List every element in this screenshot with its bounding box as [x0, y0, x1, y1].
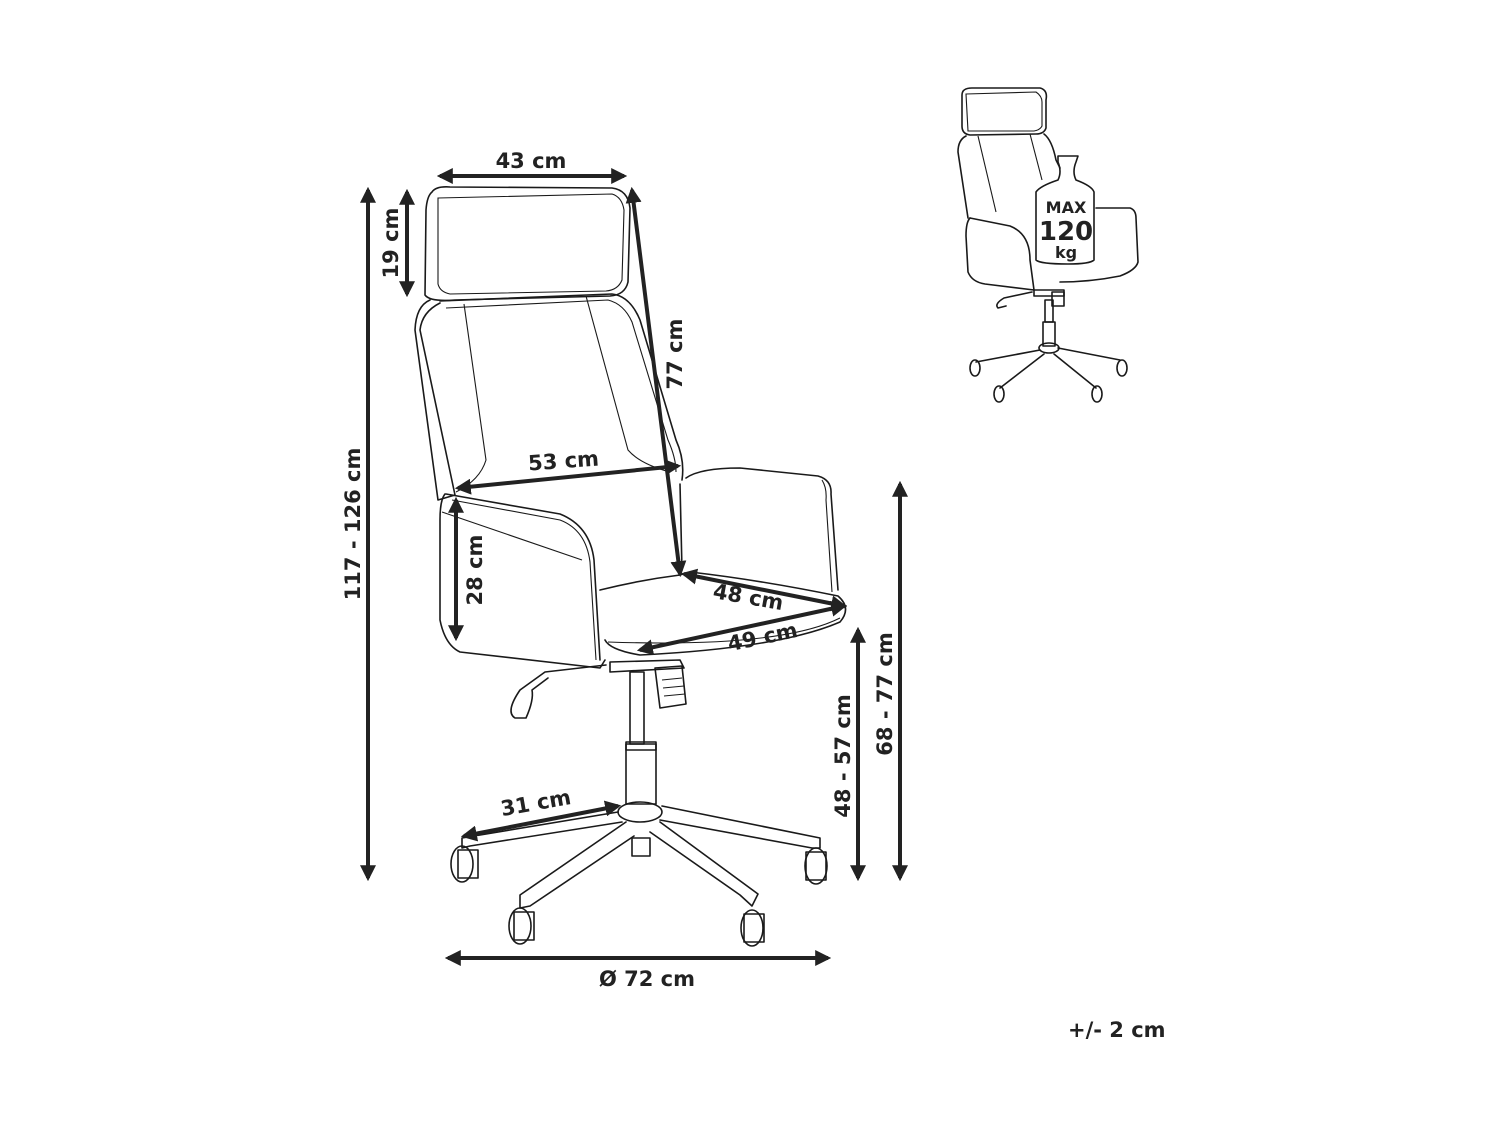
label-armrest-floor-height: 68 - 77 cm — [873, 632, 897, 755]
weight-icon: MAX 120 kg — [1035, 155, 1095, 265]
dim-base-leg — [460, 800, 622, 842]
caster — [740, 909, 765, 947]
caster — [450, 845, 479, 883]
max-label: MAX — [1046, 198, 1087, 217]
caster — [804, 847, 828, 885]
label-seat-height: 48 - 57 cm — [831, 694, 855, 817]
label-backrest-height: 77 cm — [663, 319, 687, 390]
max-unit: kg — [1055, 243, 1077, 262]
dimension-lines — [360, 168, 908, 966]
headrest — [424, 186, 631, 302]
label-base-diameter: Ø 72 cm — [599, 967, 695, 991]
label-armrest-height: 28 cm — [463, 535, 487, 606]
dim-seat-depth — [680, 568, 848, 612]
label-headrest-width: 43 cm — [496, 149, 567, 173]
chair-base — [450, 801, 828, 947]
caster — [508, 907, 535, 945]
max-load-thumbnail: MAX 120 kg — [957, 87, 1139, 403]
dimension-labels: 43 cm 19 cm 117 - 126 cm 77 cm 53 cm 28 … — [341, 149, 897, 991]
seat-mechanism — [510, 659, 687, 719]
label-total-height: 117 - 126 cm — [341, 448, 365, 601]
dim-backrest-height — [625, 186, 687, 578]
label-backrest-width: 53 cm — [527, 447, 599, 476]
label-headrest-height: 19 cm — [379, 208, 403, 279]
max-value: 120 — [1039, 217, 1093, 247]
dim-seat-width — [636, 600, 848, 656]
tolerance-note: +/- 2 cm — [1068, 1018, 1166, 1042]
dim-backrest-width — [454, 459, 682, 495]
gas-cylinder — [625, 671, 657, 805]
left-armrest — [439, 493, 606, 669]
